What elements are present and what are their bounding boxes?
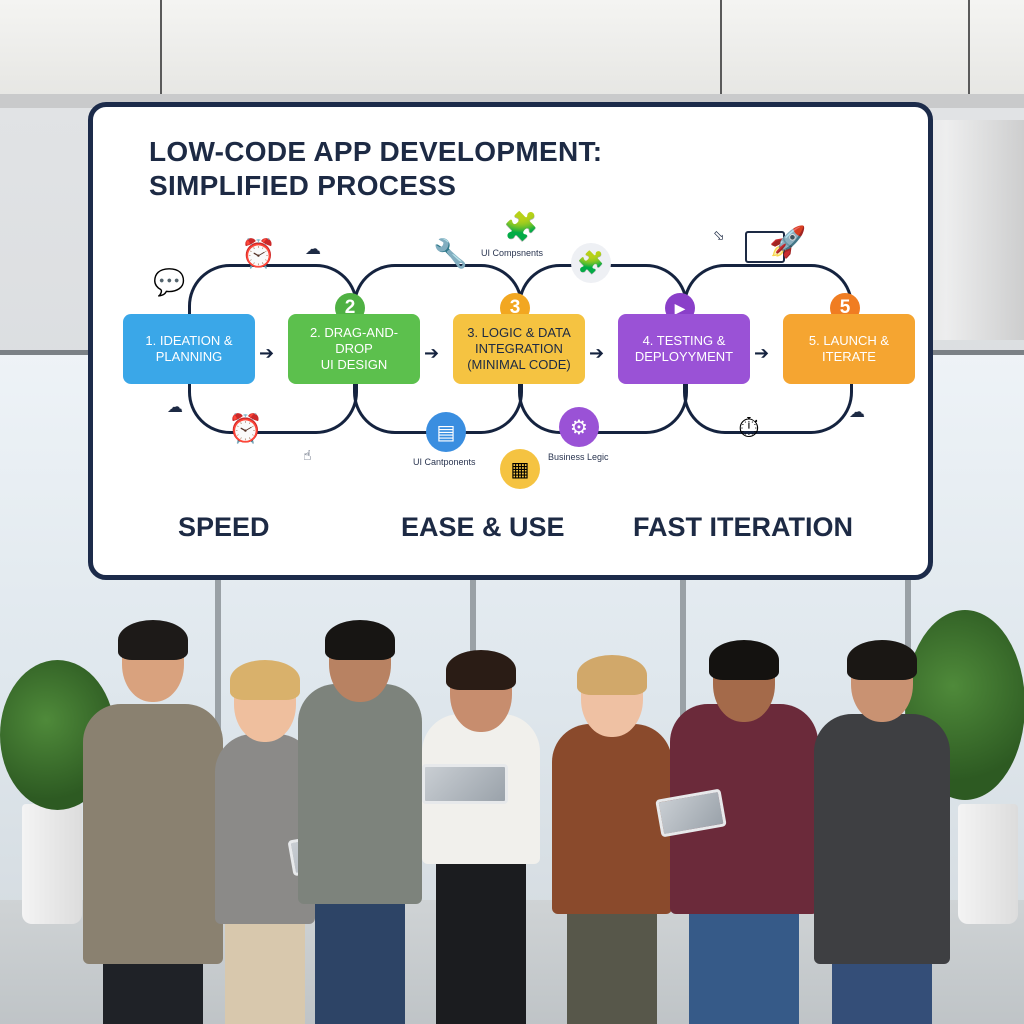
ceiling [0, 0, 1024, 100]
benefit-fast-iteration: FAST ITERATION [633, 512, 853, 542]
ceiling-wire [720, 0, 722, 100]
window-mullion [905, 350, 911, 910]
person-1 [78, 620, 228, 1024]
window-mullion [215, 350, 221, 910]
ui-components-icon: ▤ [426, 412, 466, 452]
clock-icon: ⏰ [241, 238, 276, 269]
ceiling-wire [160, 0, 162, 100]
business-logic-label: Business Legic [548, 452, 609, 462]
cloud-icon: ☁ [849, 404, 865, 421]
speech-bubble-icon: 💬 [153, 267, 186, 297]
step-1-box: 1. IDEATION & PLANNING [123, 314, 255, 384]
cloud-icon: ☁ [167, 399, 183, 416]
stopwatch-icon: ⏱ [738, 412, 760, 443]
clock-icon: ⏰ [228, 413, 263, 444]
workflow-icon: ▦ [500, 449, 540, 489]
business-logic-icon: ⚙ [559, 407, 599, 447]
step-1-label: 1. IDEATION & PLANNING [145, 333, 233, 364]
ceiling-wire [968, 0, 970, 100]
person-3 [296, 620, 424, 1024]
puzzle-piece-icon: 🧩 [571, 243, 611, 283]
cursor-icon: ⬂ [713, 227, 725, 243]
wrench-icon: 🔧 [433, 238, 468, 269]
hand-pointer-icon: ☝ [303, 447, 312, 463]
board-title-line-1: LOW-CODE APP DEVELOPMENT: [149, 136, 603, 167]
planter-left [22, 804, 82, 924]
puzzle-pieces-icon: 🧩 [503, 210, 539, 242]
process-whiteboard: LOW-CODE APP DEVELOPMENT: SIMPLIFIED PRO… [88, 102, 933, 580]
step-3-label: 3. LOGIC & DATA INTEGRATION (MINIMAL COD… [467, 325, 571, 372]
step-4-label: 4. TESTING & DEPLOYYMENT [634, 333, 734, 364]
browser-window-icon [745, 231, 785, 263]
ui-components-top-label: UI Compsnents [481, 248, 544, 258]
step-2-label: 2. DRAG-AND-DROP UI DESIGN [309, 325, 399, 372]
cloud-icon: ☁ [305, 241, 321, 258]
arrow-icon: ➔ [589, 343, 605, 363]
window-mullion [680, 350, 686, 910]
benefit-speed: SPEED [178, 512, 270, 542]
arrow-icon: ➔ [754, 343, 770, 363]
person-7 [812, 640, 952, 1024]
step-3-box: 3. LOGIC & DATA INTEGRATION (MINIMAL COD… [453, 314, 585, 384]
step-5-box: 5. LAUNCH & ITERATE [783, 314, 915, 384]
person-6 [655, 640, 820, 1024]
benefit-ease-of-use: EASE & USE [401, 512, 565, 542]
window-mullion [470, 350, 476, 910]
planter-right [958, 804, 1018, 924]
step-5-label: 5. LAUNCH & ITERATE [808, 333, 890, 364]
board-title: LOW-CODE APP DEVELOPMENT: SIMPLIFIED PRO… [149, 135, 602, 203]
arrow-icon: ➔ [259, 343, 275, 363]
rocket-icon: 🚀 [769, 226, 807, 259]
arrow-icon: ➔ [424, 343, 440, 363]
step-2-box: 2. DRAG-AND-DROP UI DESIGN [288, 314, 420, 384]
person-4 [420, 650, 542, 1024]
ui-components-bottom-label: UI Cantponents [413, 457, 476, 467]
person-5 [550, 655, 674, 1024]
board-title-line-2: SIMPLIFIED PROCESS [149, 170, 457, 201]
step-4-box: 4. TESTING & DEPLOYYMENT [618, 314, 750, 384]
